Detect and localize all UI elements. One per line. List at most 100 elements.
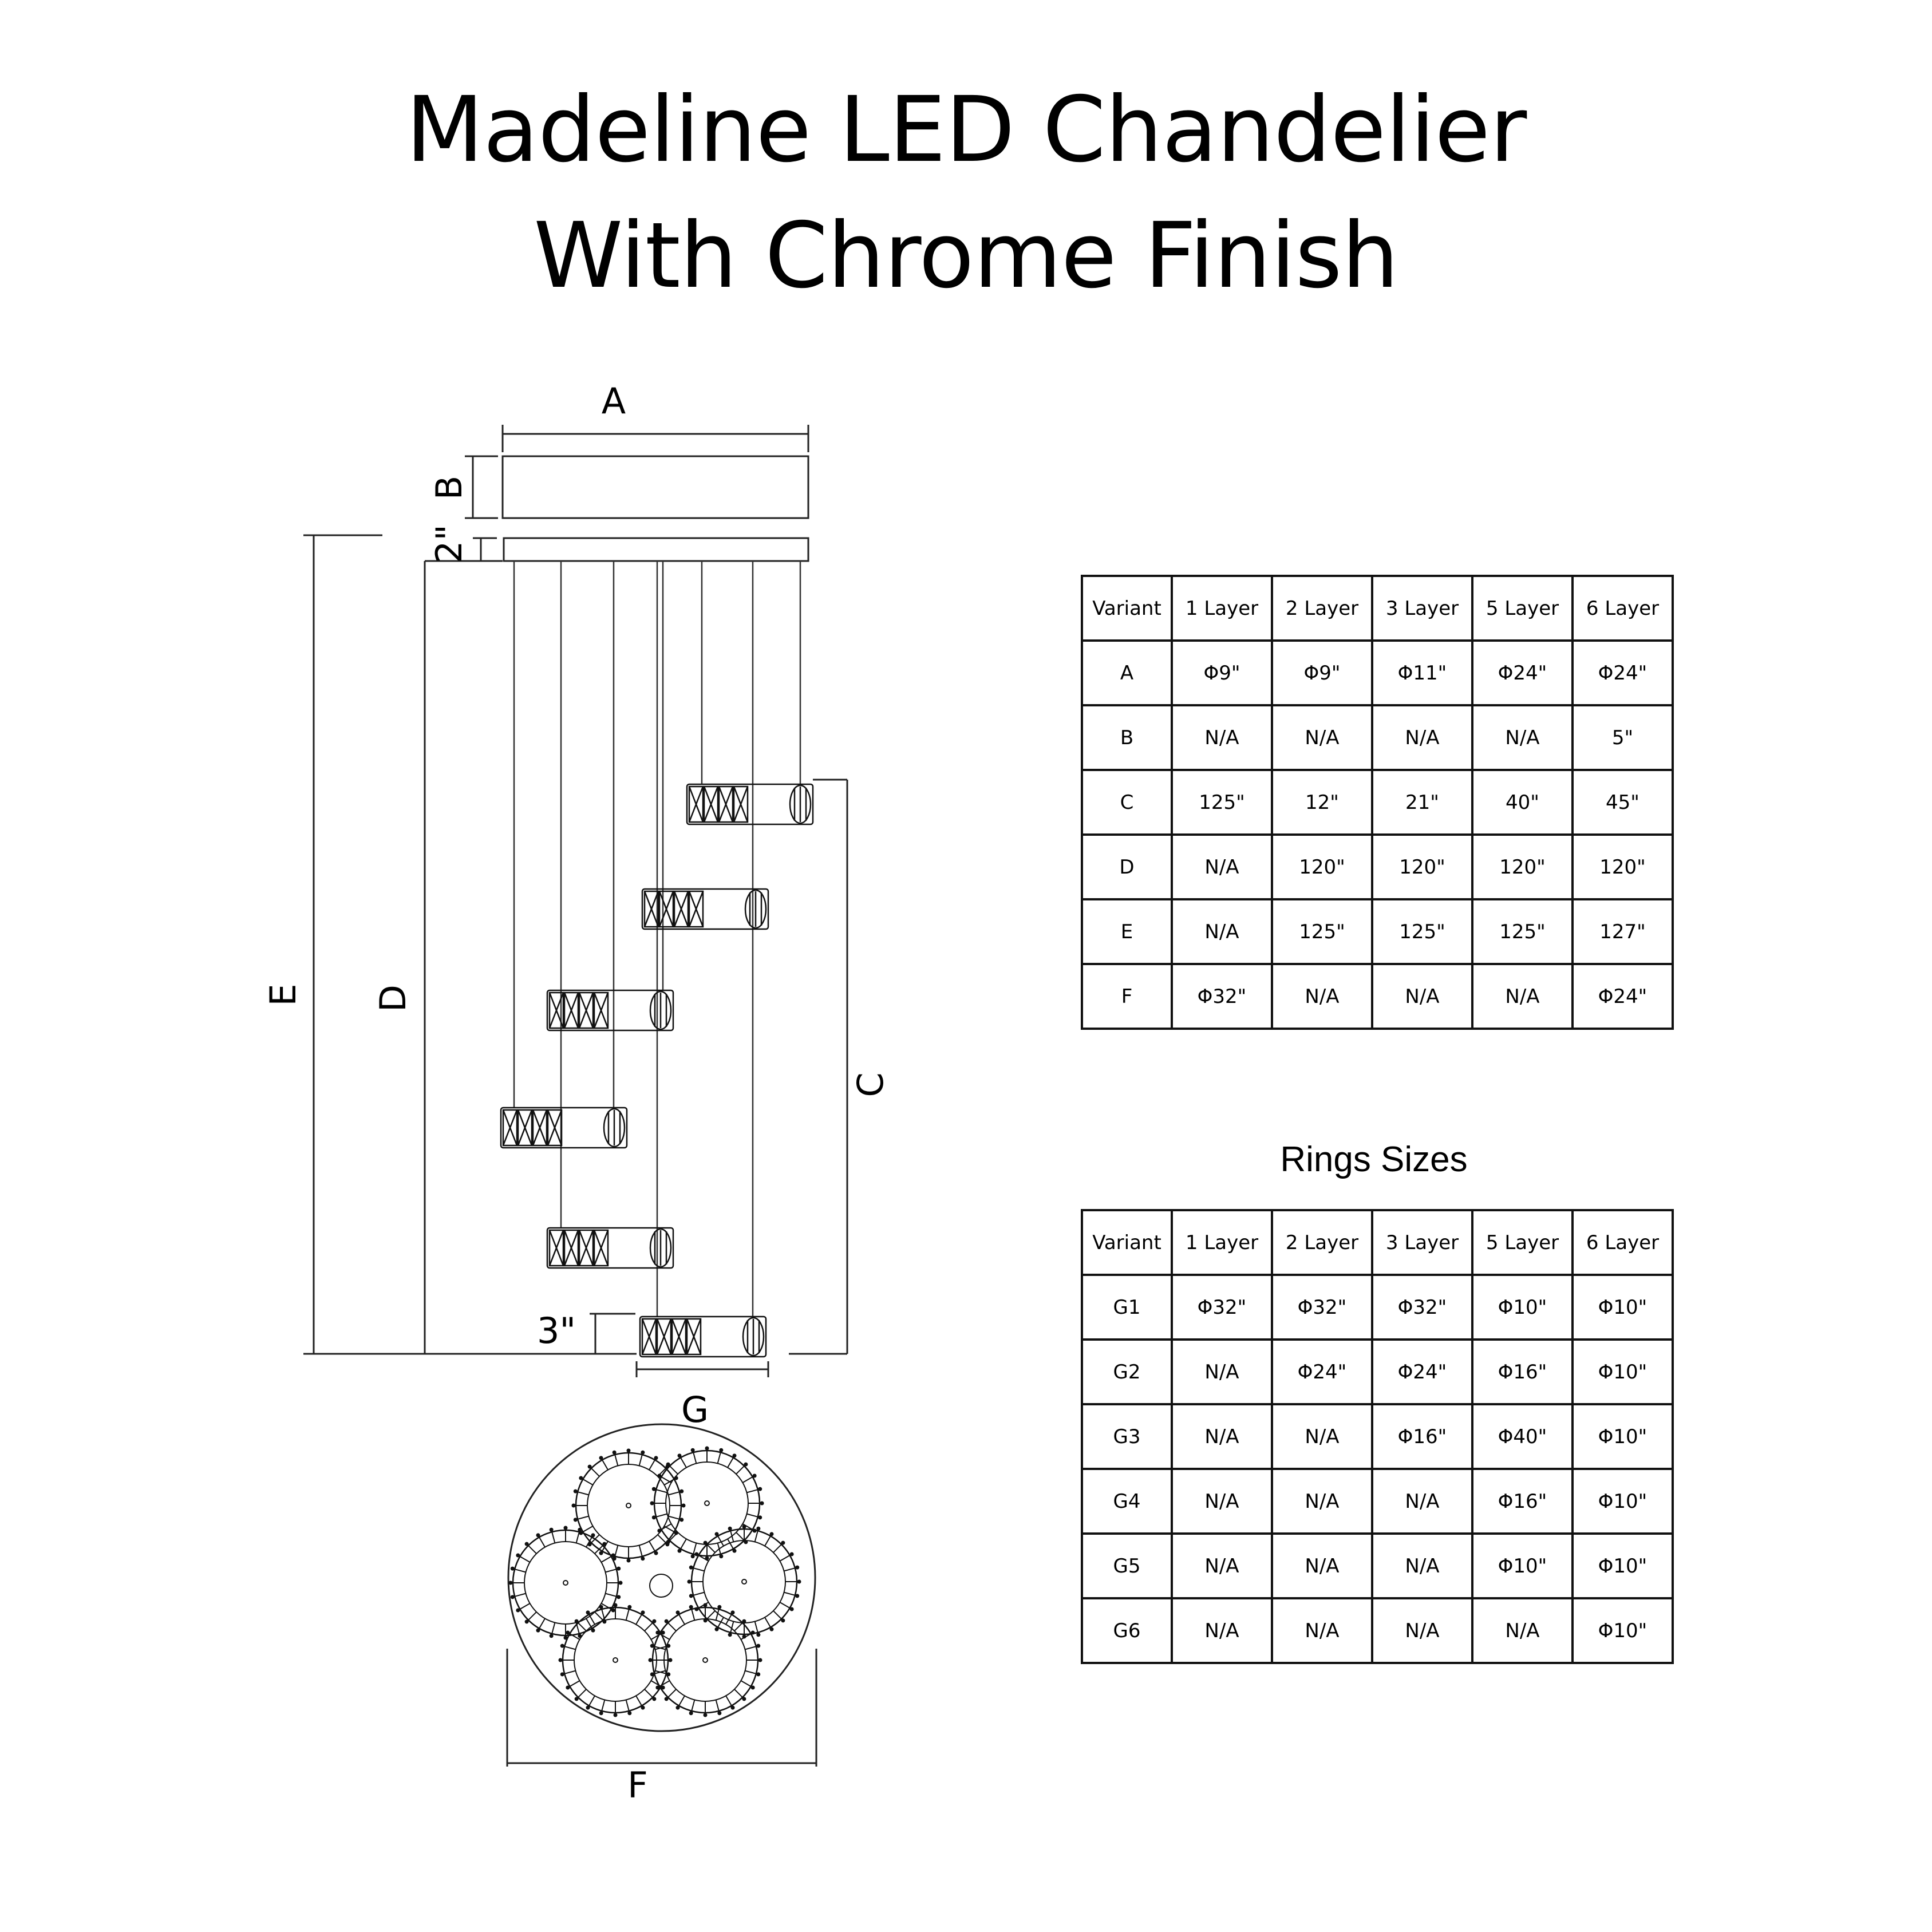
- table-cell: Φ10": [1471, 1274, 1574, 1341]
- table-header-cell: 5 Layer: [1471, 1209, 1574, 1276]
- plan-ring: [650, 1446, 764, 1560]
- title-line-1: Madeline LED Chandelier: [405, 77, 1527, 183]
- mounting-plate: [503, 537, 809, 562]
- label-e: E: [262, 983, 304, 1006]
- table-cell: Φ32": [1171, 1274, 1273, 1341]
- crystal-ring: [546, 989, 674, 1032]
- table-cell: 5": [1571, 704, 1674, 771]
- table-cell: Φ16": [1371, 1403, 1473, 1470]
- table-cell: Φ24": [1471, 639, 1574, 706]
- table-cell: Φ9": [1271, 639, 1373, 706]
- table-cell: A: [1081, 639, 1173, 706]
- table-cell: G3: [1081, 1403, 1173, 1470]
- table-cell: N/A: [1371, 704, 1473, 771]
- table-cell: Φ32": [1271, 1274, 1373, 1341]
- table-cell: N/A: [1371, 1532, 1473, 1599]
- table-cell: N/A: [1471, 704, 1574, 771]
- label-d: D: [372, 985, 414, 1012]
- table-cell: Φ10": [1471, 1532, 1574, 1599]
- table-cell: 40": [1471, 769, 1574, 836]
- canopy-box: [501, 455, 809, 519]
- table-cell: G1: [1081, 1274, 1173, 1341]
- table-cell: Φ10": [1571, 1597, 1674, 1664]
- table-cell: B: [1081, 704, 1173, 771]
- table-cell: N/A: [1171, 833, 1273, 900]
- table-cell: N/A: [1371, 1468, 1473, 1535]
- table-cell: N/A: [1371, 1597, 1473, 1664]
- table-cell: N/A: [1171, 704, 1273, 771]
- table-header-cell: Variant: [1081, 575, 1173, 642]
- table-cell: Φ9": [1171, 639, 1273, 706]
- table-cell: Φ11": [1371, 639, 1473, 706]
- table-cell: N/A: [1471, 963, 1574, 1030]
- crystal-ring: [546, 1227, 674, 1269]
- table-header-cell: 5 Layer: [1471, 575, 1574, 642]
- table-cell: Φ16": [1471, 1338, 1574, 1405]
- table-cell: Φ10": [1571, 1403, 1674, 1470]
- table-cell: N/A: [1371, 963, 1473, 1030]
- table-cell: F: [1081, 963, 1173, 1030]
- table-cell: Φ10": [1571, 1274, 1674, 1341]
- table-cell: C: [1081, 769, 1173, 836]
- table-cell: G4: [1081, 1468, 1173, 1535]
- table-cell: 120": [1271, 833, 1373, 900]
- crystal-ring: [639, 1315, 767, 1358]
- table-cell: G6: [1081, 1597, 1173, 1664]
- table-cell: Φ40": [1471, 1403, 1574, 1470]
- crystal-rings-side-view: [500, 783, 814, 1358]
- table-header-cell: 3 Layer: [1371, 1209, 1473, 1276]
- table-cell: N/A: [1171, 1338, 1273, 1405]
- table-cell: 127": [1571, 898, 1674, 965]
- table-cell: 125": [1471, 898, 1574, 965]
- table-cell: Φ32": [1371, 1274, 1473, 1341]
- rings-sizes-title: Rings Sizes: [1280, 1140, 1468, 1179]
- table-cell: N/A: [1171, 1468, 1273, 1535]
- table-cell: N/A: [1271, 1532, 1373, 1599]
- plan-ring: [558, 1603, 673, 1717]
- table-cell: 12": [1271, 769, 1373, 836]
- table-cell: Φ24": [1371, 1338, 1473, 1405]
- plan-ring: [649, 1574, 673, 1598]
- table-cell: E: [1081, 898, 1173, 965]
- table-cell: N/A: [1271, 1597, 1373, 1664]
- title-line-2: With Chrome Finish: [534, 203, 1399, 309]
- label-b: B: [428, 476, 470, 500]
- plan-ring: [648, 1603, 762, 1717]
- table-header-cell: 2 Layer: [1271, 575, 1373, 642]
- table-cell: Φ16": [1471, 1468, 1574, 1535]
- table-header-cell: 6 Layer: [1571, 575, 1674, 642]
- label-2in: 2": [428, 524, 470, 563]
- table-header-cell: 1 Layer: [1171, 575, 1273, 642]
- table-header-cell: 2 Layer: [1271, 1209, 1373, 1276]
- label-g: G: [681, 1389, 709, 1431]
- table-cell: Φ24": [1571, 639, 1674, 706]
- label-a: A: [602, 380, 626, 422]
- table-cell: N/A: [1271, 963, 1373, 1030]
- table-cell: Φ24": [1571, 963, 1674, 1030]
- plan-ring: [508, 1526, 623, 1640]
- table-cell: Φ24": [1271, 1338, 1373, 1405]
- table-header-cell: 1 Layer: [1171, 1209, 1273, 1276]
- crystal-ring: [686, 783, 814, 825]
- chandelier-plan-view: [507, 1423, 816, 1732]
- table-cell: Φ10": [1571, 1532, 1674, 1599]
- suspension-cables: [513, 561, 801, 1317]
- table-cell: D: [1081, 833, 1173, 900]
- table-cell: 120": [1371, 833, 1473, 900]
- table-cell: N/A: [1171, 1597, 1273, 1664]
- table-cell: 21": [1371, 769, 1473, 836]
